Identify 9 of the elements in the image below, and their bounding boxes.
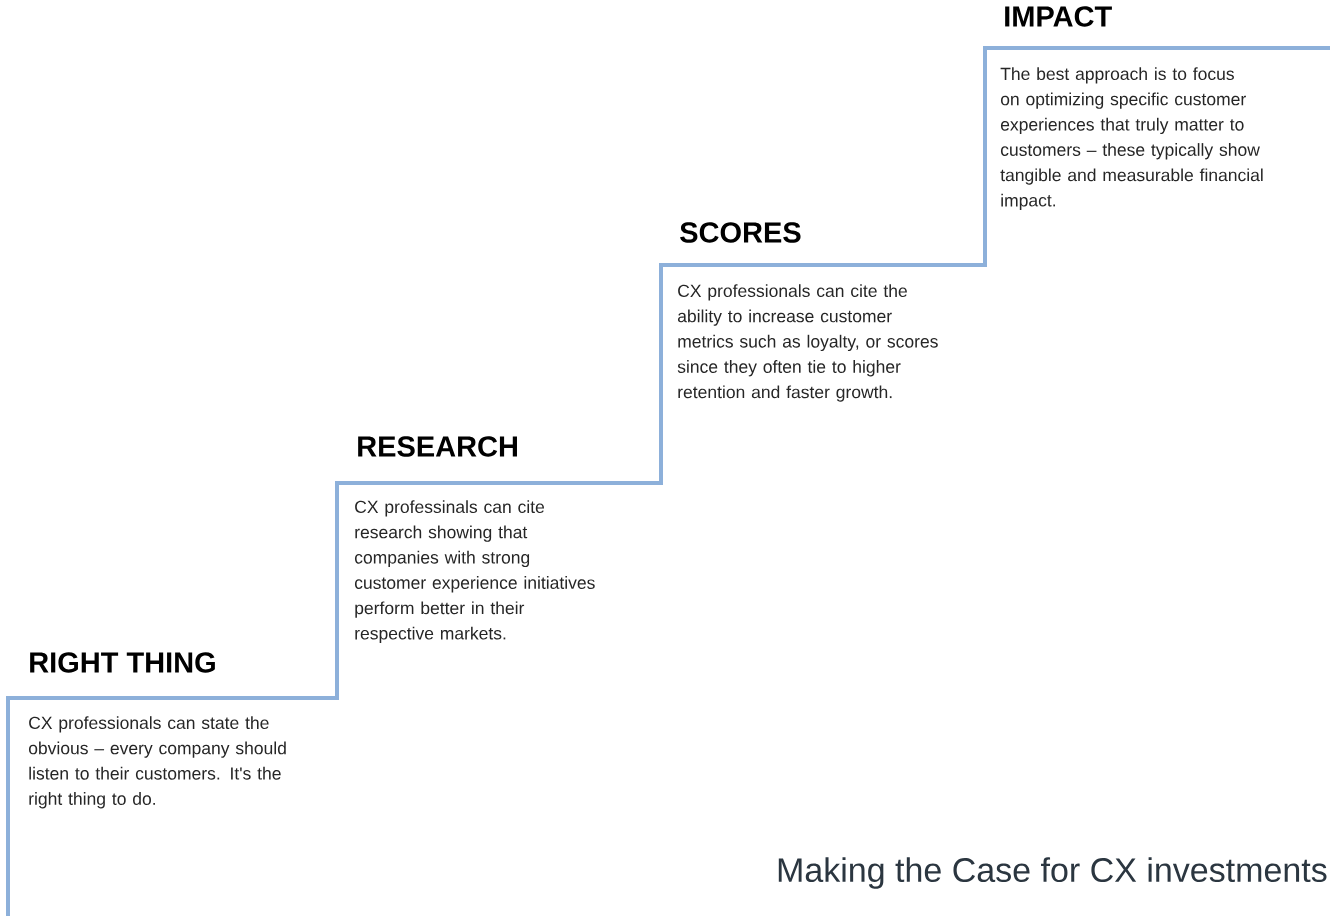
step-text: The best approach is to focus on optimizing specific customer experiences that truly matter to customers – these typically show tangible and measurable financial impact. <box>1000 67 1263 210</box>
step-heading: IMPACT <box>1005 6 1112 27</box>
step-text: CX professinals can cite research showing that companies with strong customer experience initiatives perform better in their respective markets. <box>354 500 595 643</box>
step-text: CX professionals can cite the ability to increase customer metrics such as loyalty, or scores since they often tie to higher retention and faster growth. <box>677 284 938 402</box>
step-heading: RIGHT THING <box>30 652 215 673</box>
step-heading: SCORES <box>680 222 801 243</box>
step-heading: RESEARCH <box>358 436 517 457</box>
step-text: CX professionals can state the obvious – every company should listen to their customers. It's the right thing to do. <box>28 716 286 809</box>
title: Making the Case for CX investments <box>778 857 1327 889</box>
